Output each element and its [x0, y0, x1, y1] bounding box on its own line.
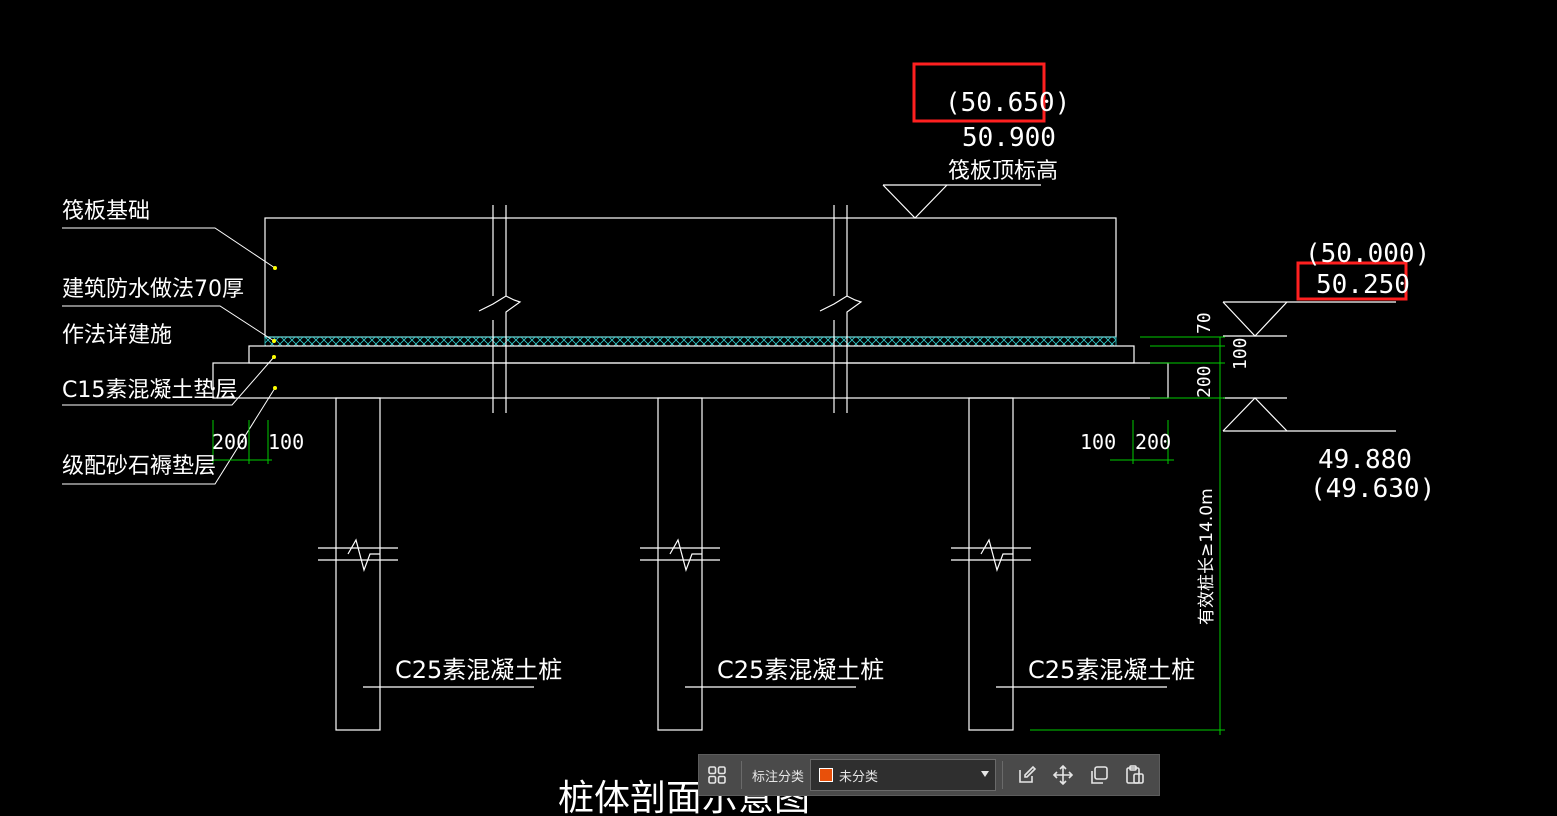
move-icon[interactable]: [1045, 757, 1081, 793]
leader-lines: [62, 227, 276, 485]
label-raft-foundation: 筏板基础: [62, 199, 150, 224]
label-see-arch: 作法详建施: [62, 323, 172, 348]
dim-v-200: 200: [1194, 365, 1215, 398]
elev-top: 50.900: [962, 123, 1056, 153]
toolbar-separator: [1002, 761, 1004, 789]
paste-icon[interactable]: [1117, 757, 1153, 793]
copy-icon[interactable]: [1081, 757, 1117, 793]
dim-left-200: 200: [212, 430, 248, 454]
dim-right-200: 200: [1135, 430, 1171, 454]
dimension-lines: [208, 336, 1225, 735]
category-label: 标注分类: [752, 769, 805, 785]
piles: [318, 397, 1167, 731]
elev-bottom-bracket: (49.630): [1310, 474, 1435, 504]
label-pile-1: C25素混凝土桩: [395, 656, 562, 684]
waterproof-layer: [264, 336, 1117, 347]
elev-mid: 50.250: [1316, 270, 1410, 300]
elev-bottom: 49.880: [1318, 445, 1412, 475]
annotation-toolbar: 标注分类 未分类: [698, 754, 1160, 796]
highlight-box-mid: [1296, 261, 1408, 301]
edit-icon[interactable]: [1009, 757, 1045, 793]
leader-dots: [272, 266, 277, 390]
raft-slab: [264, 217, 1117, 338]
dim-right-100: 100: [1080, 430, 1116, 454]
label-pile-2: C25素混凝土桩: [717, 656, 884, 684]
gravel-cushion-layer: [212, 362, 1169, 399]
category-select[interactable]: 未分类: [810, 759, 997, 791]
elev-mid-bracket: (50.000): [1305, 239, 1430, 269]
category-select-value: 未分类: [839, 769, 879, 785]
toolbar-separator: [741, 761, 742, 789]
label-gravel-cushion: 级配砂石褥垫层: [62, 454, 216, 479]
dim-v-70: 70: [1194, 312, 1215, 334]
c15-cushion-layer: [248, 345, 1135, 364]
label-raft-top-elev: 筏板顶标高: [948, 159, 1058, 184]
label-effective-pile-length: 有效桩长≥14.0m: [1197, 488, 1217, 625]
label-waterproof: 建筑防水做法70厚: [62, 277, 244, 302]
elev-top-bracket: (50.650): [945, 88, 1070, 118]
slab-break-lines: [478, 205, 863, 413]
dim-left-100: 100: [268, 430, 304, 454]
chevron-down-icon: [981, 771, 990, 777]
highlight-box-top: [912, 62, 1046, 123]
elevation-markers: [882, 184, 1396, 432]
label-pile-3: C25素混凝土桩: [1028, 656, 1195, 684]
label-c15-cushion: C15素混凝土垫层: [62, 378, 237, 403]
dim-v-100: 100: [1230, 337, 1251, 370]
category-color-swatch: [819, 768, 834, 782]
grid-icon[interactable]: [699, 757, 735, 793]
